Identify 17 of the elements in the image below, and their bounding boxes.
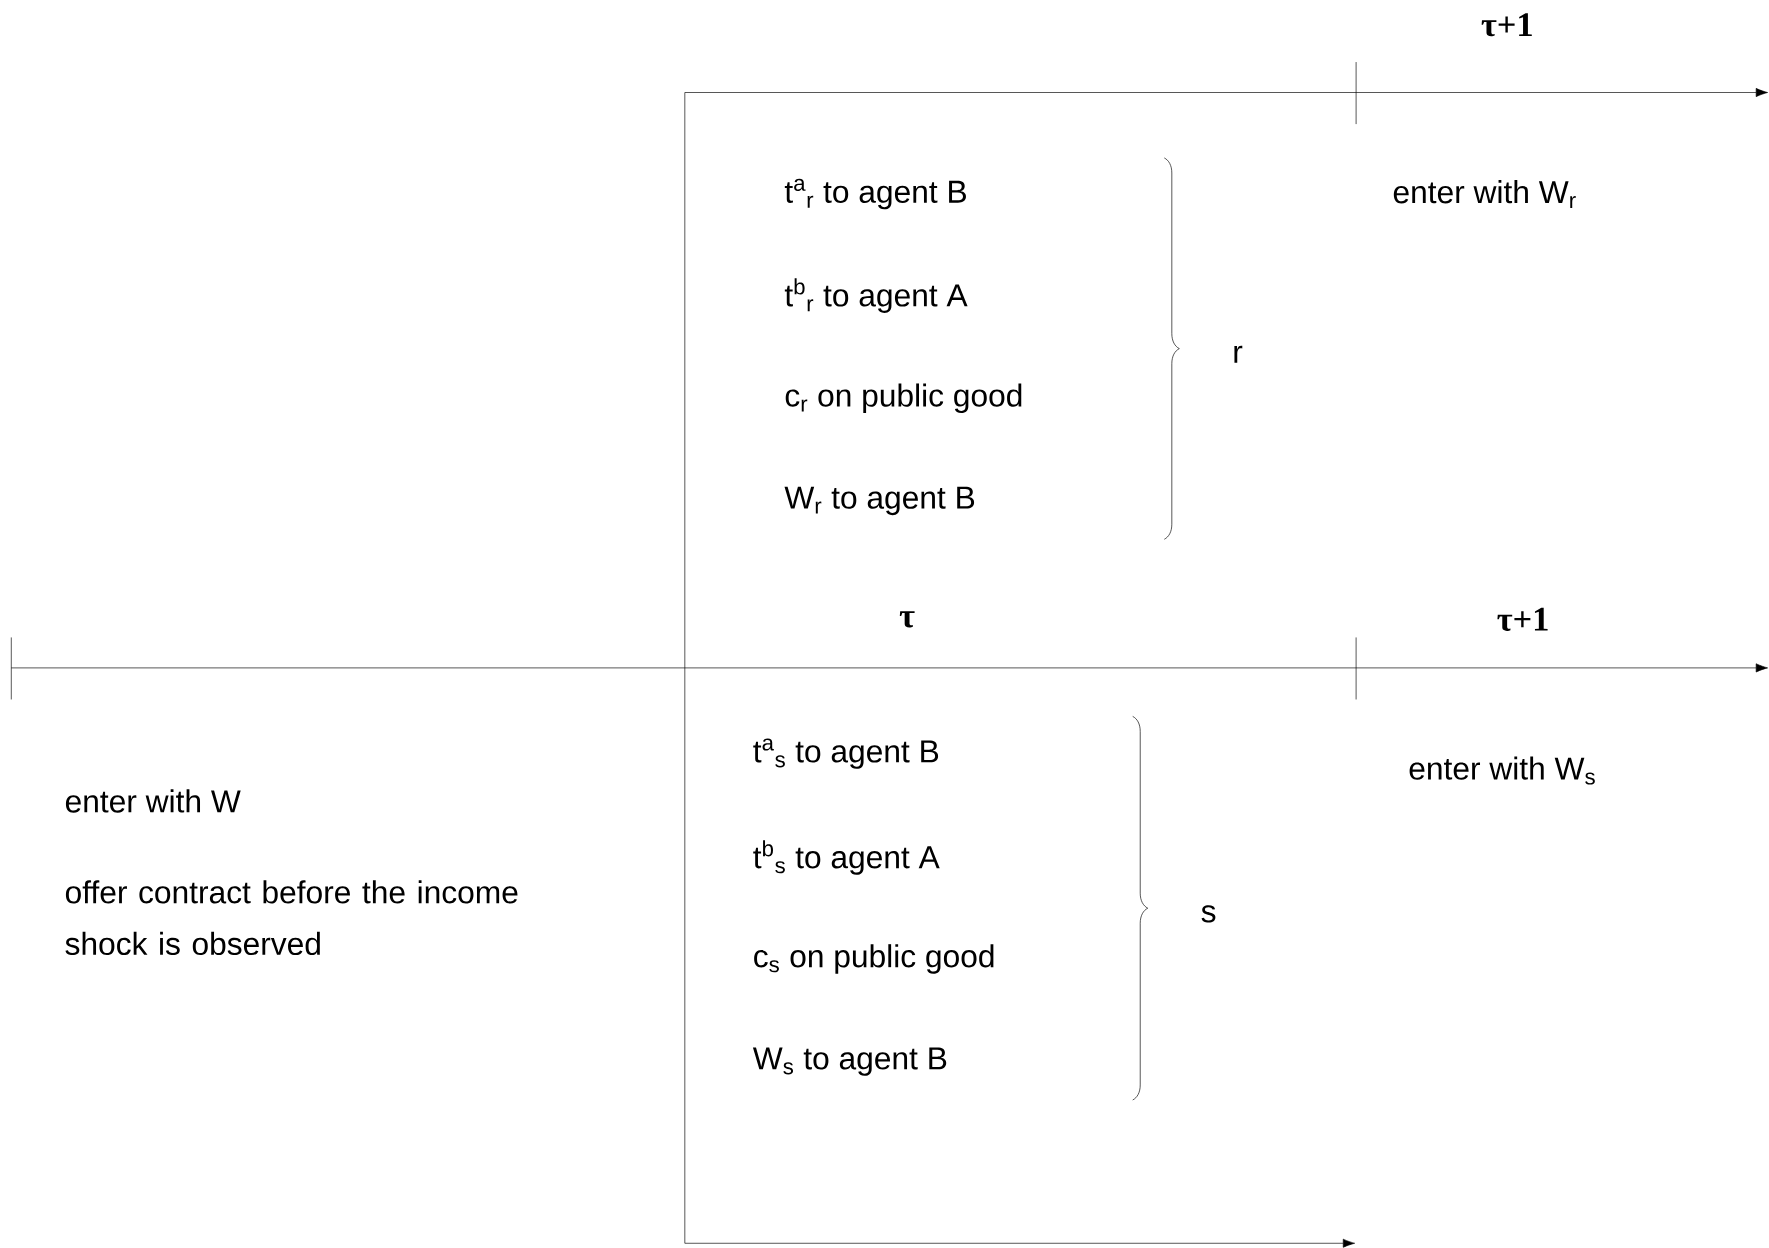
- event-text: W$_{r}$ to agent B: [784, 486, 975, 516]
- event-text: offer contract before the income shock is observed: [65, 880, 518, 956]
- time-label: τ: [899, 611, 915, 628]
- time-label: τ+1: [1497, 607, 1548, 631]
- time-label: τ+1: [1481, 13, 1532, 37]
- event-text: t$^{a}$$_{s}$ to agent B: [753, 738, 939, 769]
- event-text: c$_{s}$ on public good: [754, 944, 994, 974]
- brace-label: s: [1201, 905, 1216, 923]
- event-text: t$^{b}$$_{s}$ to agent A: [753, 840, 940, 875]
- event-text: enter with W$_{s}$: [1409, 756, 1595, 785]
- event-text: c$_{r}$ on public good: [785, 383, 1022, 414]
- brace-label: r: [1234, 345, 1243, 363]
- event-text: t$^{a}$$_{r}$ to agent B: [784, 178, 966, 210]
- event-text: t$^{b}$$_{r}$ to agent A: [784, 278, 968, 313]
- event-text: enter with W$_{r}$: [1393, 180, 1576, 209]
- event-text: enter with W: [65, 789, 241, 813]
- event-text: W$_{s}$ to agent B: [752, 1047, 947, 1076]
